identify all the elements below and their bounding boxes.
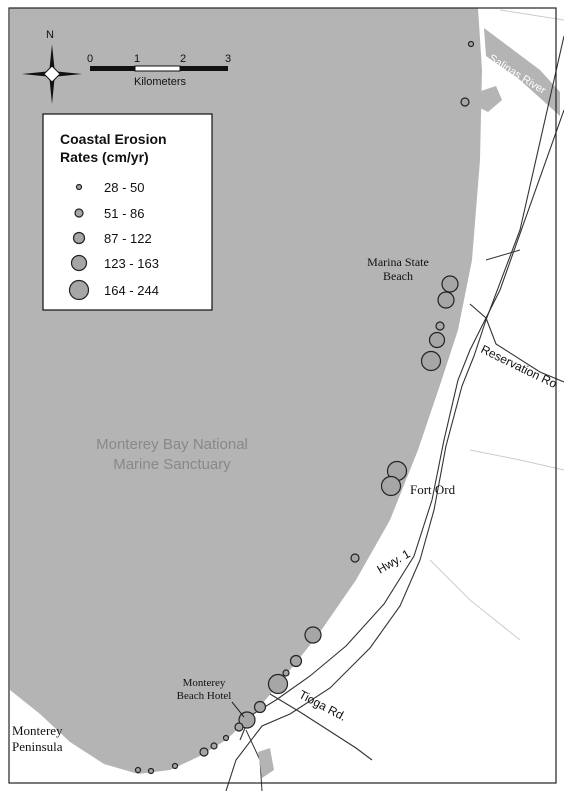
scale-tick-2: 2 bbox=[180, 53, 186, 65]
legend-range-2: 51 - 86 bbox=[104, 206, 144, 221]
hotel-label-line2: Beach Hotel bbox=[177, 690, 232, 702]
erosion-site bbox=[380, 475, 402, 497]
legend-symbol-3 bbox=[72, 231, 86, 245]
erosion-site bbox=[210, 742, 218, 750]
erosion-site bbox=[147, 767, 155, 775]
erosion-site bbox=[441, 275, 459, 293]
north-arrow: N bbox=[22, 29, 82, 104]
north-arrow-west bbox=[22, 71, 52, 77]
legend-symbol-2 bbox=[74, 208, 84, 218]
highway-1 bbox=[239, 109, 564, 741]
legend-symbol-4 bbox=[70, 254, 88, 272]
legend-range-4: 123 - 163 bbox=[104, 256, 159, 271]
north-arrow-label: N bbox=[46, 29, 54, 41]
scale-unit: Kilometers bbox=[134, 76, 186, 88]
erosion-site bbox=[437, 291, 455, 309]
peninsula-label-line1: Monterey bbox=[12, 723, 63, 738]
tioga-road bbox=[269, 693, 373, 761]
legend-range-5: 164 - 244 bbox=[104, 283, 159, 298]
erosion-site bbox=[304, 626, 322, 644]
fort-ord-label: Fort Ord bbox=[410, 482, 456, 497]
legend-range-1: 28 - 50 bbox=[104, 180, 144, 195]
erosion-site bbox=[350, 553, 360, 563]
scale-bar: 0 1 2 3 Kilometers bbox=[87, 53, 231, 88]
hotel-leader-line bbox=[231, 701, 245, 718]
scale-tick-3: 3 bbox=[225, 53, 231, 65]
scale-tick-0: 0 bbox=[87, 53, 93, 65]
north-arrow-north bbox=[49, 44, 55, 74]
legend-range-3: 87 - 122 bbox=[104, 231, 152, 246]
erosion-site bbox=[467, 40, 475, 48]
peninsula-label-line2: Peninsula bbox=[12, 739, 63, 754]
erosion-site bbox=[282, 669, 290, 677]
legend-symbol-1 bbox=[75, 183, 83, 191]
scale-seg-3 bbox=[180, 66, 228, 71]
erosion-site bbox=[222, 734, 230, 742]
erosion-site bbox=[134, 766, 142, 774]
peninsula-lake bbox=[258, 748, 274, 778]
legend-title-line2: Rates (cm/yr) bbox=[60, 149, 149, 165]
erosion-site bbox=[420, 350, 442, 372]
road-upper bbox=[225, 35, 564, 791]
erosion-site bbox=[234, 722, 244, 732]
reservation-road bbox=[469, 303, 564, 383]
erosion-site bbox=[289, 654, 303, 668]
legend-symbol-5 bbox=[68, 279, 90, 301]
erosion-site bbox=[171, 762, 179, 770]
erosion-site bbox=[253, 700, 267, 714]
sanctuary-label-line1: Monterey Bay National bbox=[96, 436, 248, 453]
legend: Coastal Erosion Rates (cm/yr) 28 - 50 51… bbox=[42, 113, 213, 311]
local-road-right bbox=[429, 559, 521, 641]
north-arrow-diag bbox=[43, 65, 61, 83]
erosion-site bbox=[199, 747, 209, 757]
erosion-site bbox=[460, 97, 470, 107]
local-road-mid bbox=[469, 449, 564, 471]
hotel-label-line1: Monterey bbox=[183, 677, 226, 689]
scale-tick-1: 1 bbox=[134, 53, 140, 65]
erosion-site bbox=[435, 321, 445, 331]
map-frame bbox=[8, 7, 557, 784]
north-arrow-south bbox=[49, 74, 55, 104]
erosion-site bbox=[428, 331, 446, 349]
legend-box bbox=[42, 113, 213, 311]
side-road-top bbox=[485, 249, 521, 261]
marina-label-line1: Marina State bbox=[367, 255, 429, 269]
marina-label-line2: Beach bbox=[383, 269, 413, 283]
salinas-lagoon bbox=[476, 86, 502, 112]
sanctuary-label-line2: Marine Sanctuary bbox=[113, 456, 231, 473]
scale-seg-1 bbox=[90, 66, 135, 71]
north-arrow-east bbox=[52, 71, 82, 77]
local-road-north bbox=[499, 9, 564, 21]
erosion-site bbox=[267, 673, 289, 695]
legend-title-line1: Coastal Erosion bbox=[60, 131, 167, 147]
salinas-river bbox=[484, 28, 560, 116]
scale-seg-2 bbox=[134, 65, 181, 72]
